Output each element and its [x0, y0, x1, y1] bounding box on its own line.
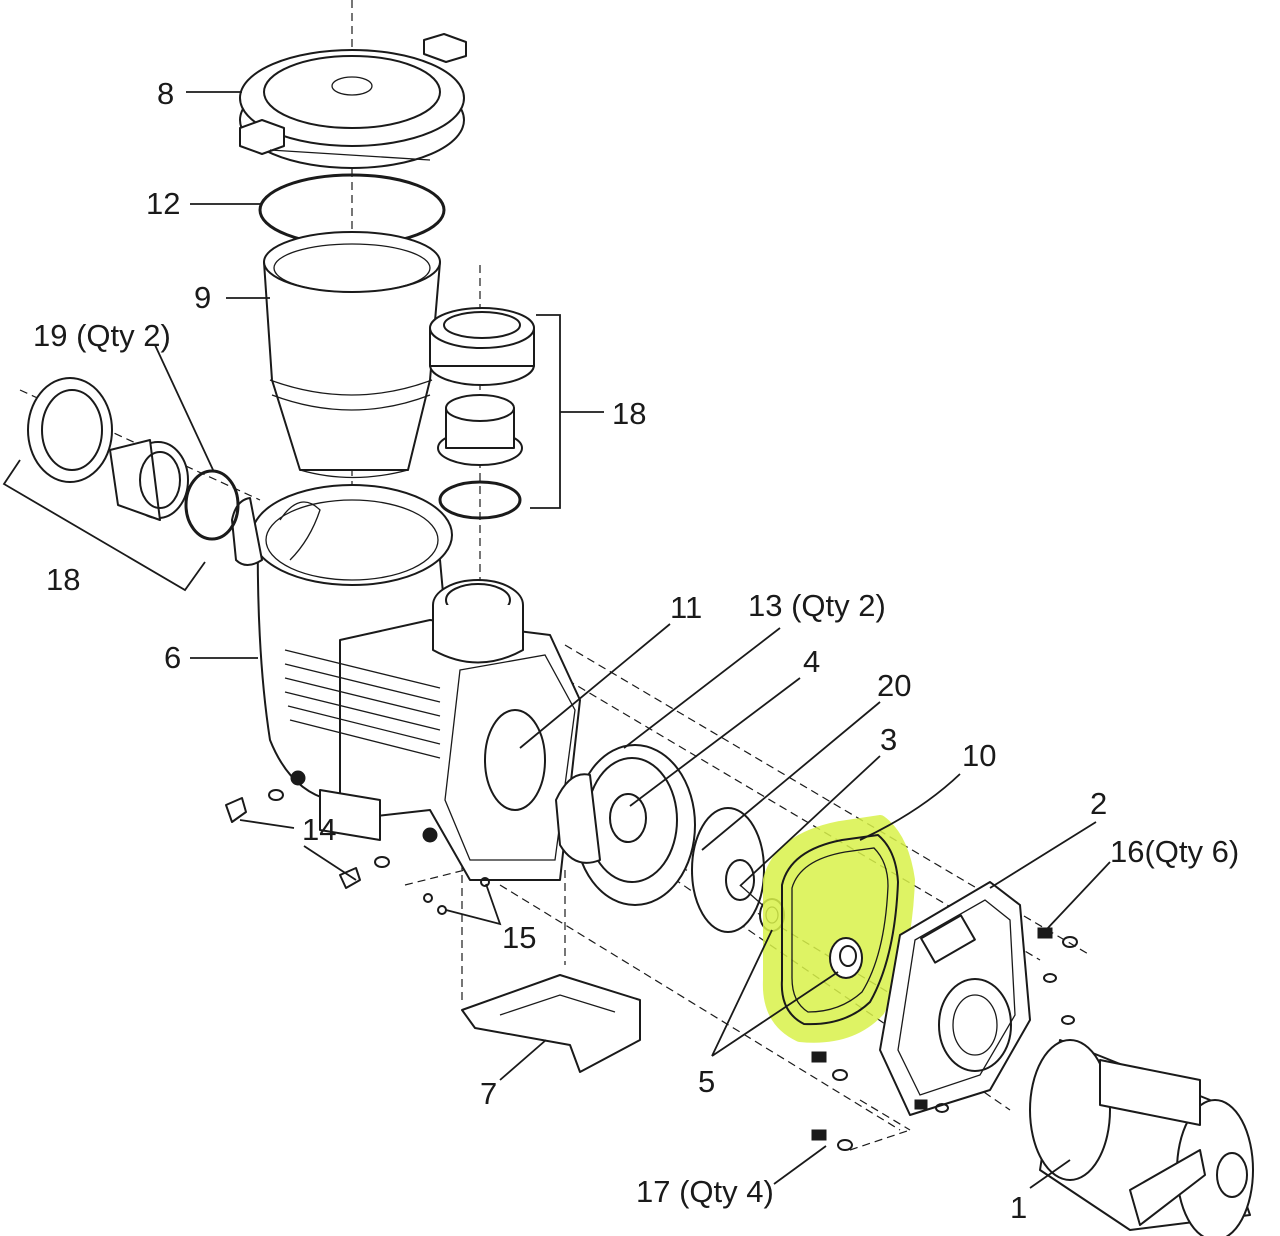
label-part-3: 3 — [880, 722, 897, 757]
label-part-19: 19 (Qty 2) — [33, 318, 171, 353]
label-part-14: 14 — [302, 812, 336, 847]
label-part-11: 11 — [670, 590, 702, 625]
part-3-impeller — [691, 807, 769, 933]
label-part-6: 6 — [164, 640, 181, 675]
label-part-8: 8 — [157, 76, 174, 111]
label-part-1: 1 — [1010, 1190, 1027, 1225]
part-1-motor — [1029, 1039, 1254, 1236]
label-part-13: 13 (Qty 2) — [748, 588, 886, 623]
label-part-20: 20 — [877, 668, 911, 703]
label-part-7: 7 — [480, 1076, 497, 1111]
part-18-left-union — [27, 377, 189, 521]
hardware-screws — [225, 789, 1078, 1151]
part-9-basket — [263, 231, 441, 479]
part-2-mount-plate — [879, 881, 1031, 1116]
part-19-oring — [184, 469, 240, 541]
part-4-diffuser — [555, 744, 696, 906]
label-part-4: 4 — [803, 644, 820, 679]
label-part-15: 15 — [502, 920, 536, 955]
part-8-lid — [239, 33, 467, 169]
part-6-housing — [231, 484, 581, 881]
part-7-base — [461, 974, 641, 1073]
label-part-17: 17 (Qty 4) — [636, 1174, 774, 1209]
leader-lines — [2, 91, 1111, 1189]
label-part-16: 16(Qty 6) — [1110, 834, 1239, 869]
label-part-9: 9 — [194, 280, 211, 315]
label-part-18-left: 18 — [46, 562, 80, 597]
label-part-2: 2 — [1090, 786, 1107, 821]
label-part-18-right: 18 — [612, 396, 646, 431]
label-part-12: 12 — [146, 186, 180, 221]
label-part-10: 10 — [962, 738, 996, 773]
label-part-5: 5 — [698, 1064, 715, 1099]
part-18-right-union — [429, 307, 535, 520]
part-labels: 8 12 9 19 (Qty 2) 18 18 6 11 13 (Qty 2) … — [33, 76, 1239, 1225]
